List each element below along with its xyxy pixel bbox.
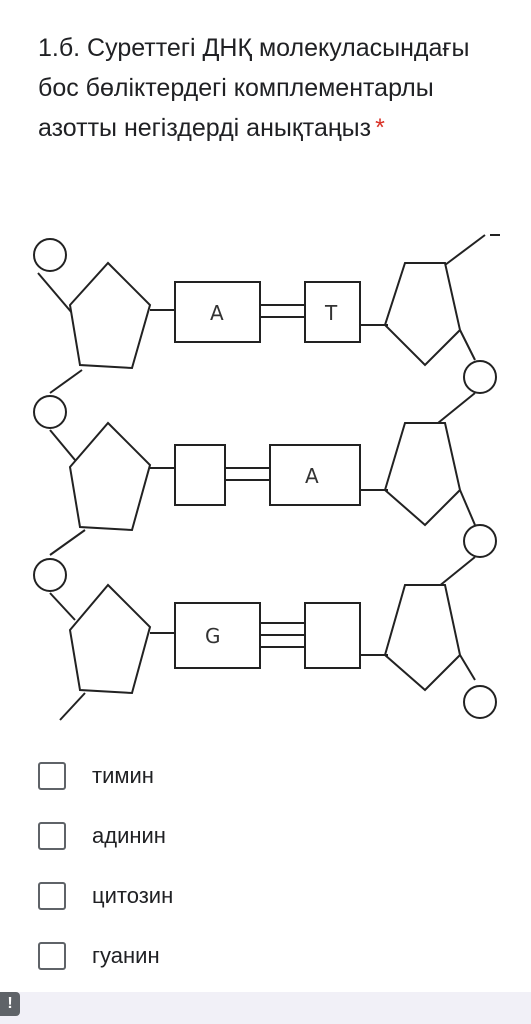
dna-diagram: A T A G (33, 234, 500, 721)
checkbox-options: тимин адинин цитозин гуанин (38, 746, 498, 986)
right-backbone-segment (437, 556, 476, 588)
option-label: тимин (92, 763, 154, 788)
checkbox[interactable] (38, 942, 66, 970)
sugar-pentagon (68, 421, 152, 532)
phosphate-circle (33, 238, 67, 272)
phosphate-circle (463, 360, 497, 394)
base-box (174, 281, 261, 343)
sugar-pentagon (383, 422, 462, 527)
question-title: 1.б. Суреттегі ДНҚ молекуласындағы бос б… (38, 28, 508, 148)
left-backbone-segment (49, 369, 83, 394)
right-backbone-segment (459, 489, 476, 526)
required-mark: * (375, 114, 385, 142)
phosphate-circle (33, 395, 67, 429)
option-label: гуанин (92, 943, 160, 968)
right-backbone-segment (437, 392, 476, 424)
left-backbone-segment (49, 529, 86, 556)
option-label: адинин (92, 823, 166, 848)
question-text: 1.б. Суреттегі ДНҚ молекуласындағы бос б… (38, 34, 470, 142)
phosphate-circle (463, 524, 497, 558)
base-letter: A (305, 464, 319, 488)
alert-icon[interactable]: ! (0, 992, 20, 1016)
checkbox[interactable] (38, 762, 66, 790)
option-thymine[interactable]: тимин (38, 746, 498, 806)
base-box (304, 602, 361, 669)
bottom-bar (0, 992, 531, 1024)
option-label: цитозин (92, 883, 174, 908)
sugar-pentagon (68, 583, 152, 695)
base-letter: G (205, 624, 221, 648)
phosphate-circle (463, 685, 497, 719)
base-letter: T (324, 301, 338, 325)
option-guanine[interactable]: гуанин (38, 926, 498, 986)
option-adenine[interactable]: адинин (38, 806, 498, 866)
right-backbone-segment (459, 654, 476, 681)
checkbox[interactable] (38, 822, 66, 850)
base-box (269, 444, 361, 506)
option-cytosine[interactable]: цитозин (38, 866, 498, 926)
left-backbone-segment (59, 692, 86, 721)
sugar-pentagon (68, 261, 152, 370)
right-backbone-segment (459, 329, 476, 361)
base-box (304, 281, 361, 343)
base-letter: A (210, 301, 224, 325)
left-backbone-segment (49, 592, 76, 621)
right-backbone-segment (444, 234, 486, 266)
left-backbone-segment (49, 429, 76, 461)
checkbox[interactable] (38, 882, 66, 910)
base-box (174, 444, 226, 506)
phosphate-circle (33, 558, 67, 592)
sugar-pentagon (383, 262, 462, 367)
sugar-pentagon (383, 584, 462, 692)
